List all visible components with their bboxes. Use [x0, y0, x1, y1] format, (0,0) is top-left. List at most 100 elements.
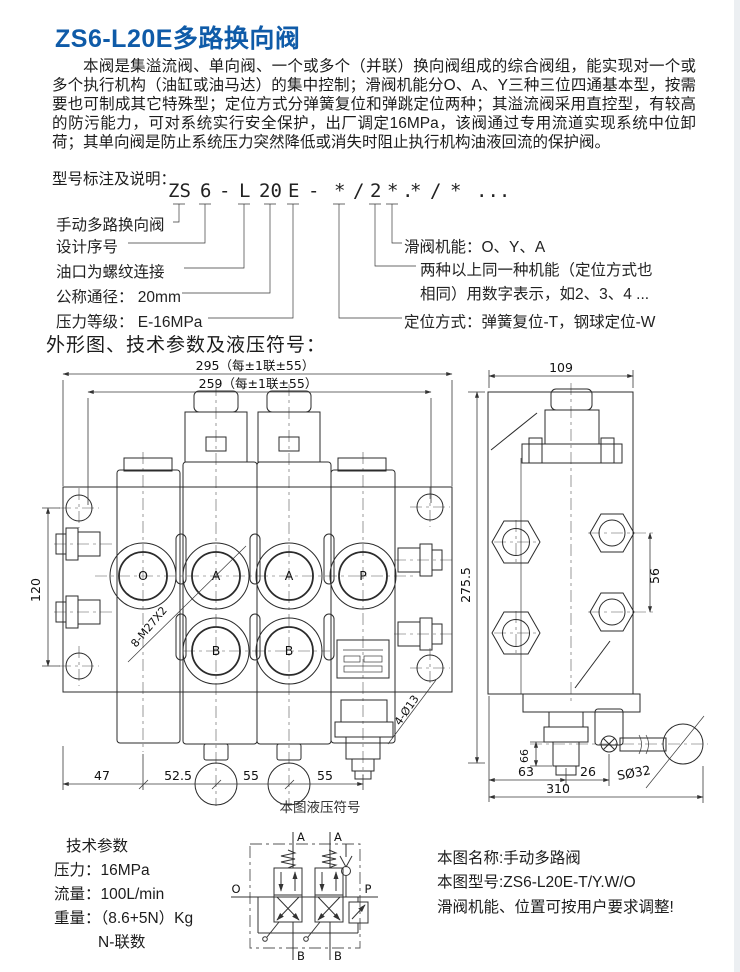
ball-diameter-callout: SØ32 — [616, 762, 652, 783]
holes-callout: 4-Ø13 — [392, 693, 422, 728]
symbol-port-b1: B — [297, 949, 305, 963]
port-label: P — [359, 568, 367, 583]
tech-params-heading: 技术参数 — [66, 838, 129, 855]
port-label: A — [285, 568, 294, 583]
page-title: ZS6-L20E多路换向阀 — [55, 25, 301, 53]
side-dimension-lines — [468, 370, 704, 803]
check-valve-symbol — [339, 844, 353, 897]
mounting-holes — [65, 493, 444, 682]
dim-26: 26 — [580, 764, 596, 779]
model-code-part: * — [387, 180, 399, 202]
tech-param-n-note: N-联数 — [98, 934, 146, 951]
port-B2: B — [255, 617, 323, 685]
port-label: O — [138, 568, 148, 583]
ball-leader-line — [645, 715, 705, 789]
front-view: O A B A B P — [28, 358, 454, 806]
symbol-caption: 本图液压符号 — [279, 800, 361, 815]
model-label-pressure-grade: 压力等级： E-16MPa — [56, 314, 203, 331]
hand-lever — [594, 708, 704, 765]
model-code-part: * — [410, 180, 422, 202]
model-leader-lines — [128, 203, 416, 319]
tie-bolts-right — [397, 543, 443, 651]
dim-275-5: 275.5 — [458, 567, 473, 603]
spool-symbol-1 — [262, 849, 303, 942]
side-hex-bolts — [491, 520, 541, 655]
dim-63: 63 — [518, 764, 534, 779]
hydraulic-symbol: A A O P B B — [231, 830, 378, 963]
port-O: O — [109, 542, 177, 610]
model-code-part: 20 — [259, 180, 282, 202]
model-code-part: * — [334, 180, 346, 202]
model-code-part: - — [219, 180, 231, 202]
dim-inner-width: 259（每±1联±55） — [199, 376, 318, 391]
dim-height-120: 120 — [28, 578, 43, 602]
model-code-part: ZS — [168, 180, 191, 202]
model-section-heading: 型号标注及说明： — [52, 171, 177, 188]
lever-ball — [662, 723, 704, 765]
dim-55a: 55 — [243, 768, 259, 783]
symbol-port-p: P — [365, 882, 372, 896]
valve-sections — [116, 457, 396, 745]
tech-param-pressure: 压力：16MPa — [54, 862, 150, 879]
side-bottom-stem — [522, 693, 641, 776]
dim-overall-width: 295（每±1联±55） — [196, 358, 315, 373]
figure-name: 本图名称:手动多路阀 — [437, 850, 581, 867]
side-hex-ports — [589, 513, 635, 632]
model-code-part: E — [288, 180, 300, 202]
symbol-port-o: O — [231, 882, 240, 896]
port-label: B — [212, 643, 221, 658]
model-code-part: * — [450, 180, 462, 202]
outline-drawings: O A B A B P — [28, 358, 708, 806]
dim-310: 310 — [546, 781, 570, 796]
chamfer-line — [490, 412, 538, 451]
port-label: B — [285, 643, 294, 658]
model-code-part: / — [430, 180, 442, 202]
port-B1: B — [182, 617, 250, 685]
side-cap — [521, 388, 623, 464]
outline-heading: 外形图、技术参数及液压符号： — [46, 335, 327, 356]
side-view: SØ32 109 275.5 56 66 63 26 310 — [458, 360, 708, 803]
relief-valve-stack — [334, 699, 394, 780]
model-label-design-series: 设计序号 — [56, 239, 119, 256]
intro-paragraph: 本阀是集溢流阀、单向阀、一个或多个（并联）换向阀组成的综合阀组，能实现对一个或多… — [52, 58, 696, 151]
dim-66: 66 — [518, 749, 531, 763]
model-label-manual-valve: 手动多路换向阀 — [56, 217, 165, 234]
tech-param-weight: 重量：（8.6+5N）Kg — [54, 910, 194, 927]
spool-symbol-2 — [303, 849, 344, 942]
model-code-part: 2 — [370, 180, 382, 202]
model-label-detent-type: 定位方式：弹簧复位-T，钢球定位-W — [404, 314, 656, 331]
port-P: P — [329, 542, 397, 610]
model-label-same-function-2: 相同）用数字表示，如2、3、4 ... — [420, 286, 650, 303]
symbol-port-b2: B — [334, 949, 342, 963]
hydraulic-symbol-diagram: A A O P B B — [231, 830, 378, 963]
tie-bolts-left — [55, 527, 101, 629]
symbol-port-a2: A — [334, 830, 342, 844]
model-label-spool-function: 滑阀机能：O、Y、A — [404, 239, 546, 256]
dim-56: 56 — [647, 568, 662, 584]
figure-note: 滑阀机能、位置可按用户要求调整! — [437, 899, 674, 916]
scan-edge — [734, 0, 740, 972]
model-label-threaded-ports: 油口为螺纹连接 — [56, 264, 165, 281]
figure-model: 本图型号:ZS6-L20E-T/Y.W/O — [437, 874, 636, 891]
model-code-part: . — [402, 180, 414, 202]
nameplate — [336, 639, 390, 679]
holes-leader-line — [387, 679, 437, 745]
model-code-part: - — [308, 180, 320, 202]
dim-52-5: 52.5 — [164, 768, 192, 783]
section-line — [574, 640, 611, 689]
port-A2: A — [255, 542, 323, 610]
model-code-part: ... — [476, 180, 511, 202]
model-code-part: 6 — [200, 180, 212, 202]
side-body — [487, 391, 634, 695]
symbol-port-a1: A — [297, 830, 305, 844]
thread-leader-line — [127, 545, 247, 663]
tech-param-flow: 流量：100L/min — [54, 886, 165, 903]
relief-valve-symbol — [348, 897, 369, 933]
dim-55b: 55 — [317, 768, 333, 783]
model-code-part: / — [353, 180, 365, 202]
dim-47: 47 — [94, 768, 110, 783]
spring-caps — [184, 390, 321, 463]
leader-ticks — [128, 203, 416, 319]
model-label-same-function-1: 两种以上同一种机能（定位方式也 — [420, 262, 653, 279]
